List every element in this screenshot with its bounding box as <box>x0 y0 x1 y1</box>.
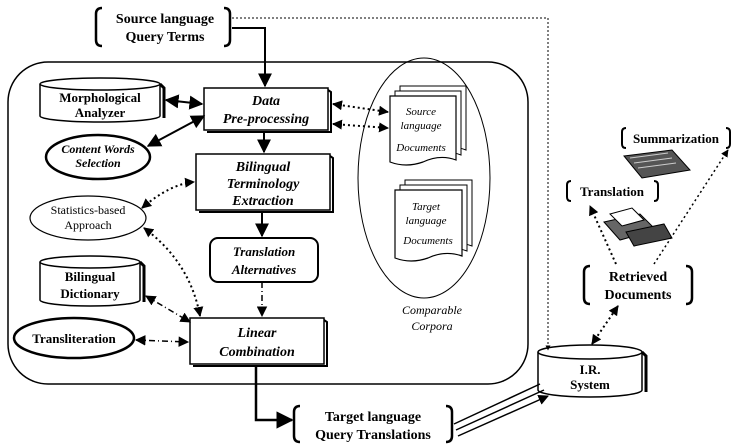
translation-output-label: Translation <box>580 184 645 199</box>
target-docs-node: Target language Documents <box>395 180 472 261</box>
target-query-line2: Query Translations <box>315 428 431 443</box>
ir-system-node: I.R. System <box>538 345 646 397</box>
retrieved-documents-node: Retrieved Documents <box>584 266 692 304</box>
transliteration-node: Transliteration <box>14 318 134 358</box>
translated-documents-icon <box>604 208 672 246</box>
morphological-analyzer-node: Morphological Analyzer <box>40 78 164 122</box>
target-query-node: Target language Query Translations <box>294 406 452 443</box>
comparable-line2: Corpora <box>411 319 452 333</box>
tgt-doc-line1: Target <box>412 201 441 213</box>
source-query-line1: Source language <box>116 12 214 27</box>
stat-line2: Approach <box>64 218 111 232</box>
edge-morph-data <box>166 100 202 104</box>
retrieved-line1: Retrieved <box>609 270 668 285</box>
edge-data-corpora-1 <box>333 104 388 112</box>
summary-document-icon <box>624 150 690 178</box>
bte-line1: Bilingual <box>235 160 291 175</box>
source-query-node: Source language Query Terms <box>96 8 230 46</box>
comparable-line1: Comparable <box>402 303 463 317</box>
bte-line2: Terminology <box>227 177 300 192</box>
dict-line2: Dictionary <box>60 286 120 301</box>
edge-target-ir-2 <box>456 390 544 430</box>
statistics-approach-node: Statistics-based Approach <box>30 196 146 240</box>
src-doc-line2: language <box>401 120 442 132</box>
edge-content-data <box>148 116 204 146</box>
content-words-line2: Selection <box>75 156 121 170</box>
edge-source-to-data <box>232 28 265 86</box>
edge-stats-bte <box>142 182 194 208</box>
src-doc-line3: Documents <box>395 142 446 154</box>
edge-stats-lc <box>144 228 200 316</box>
data-preprocessing-node: Data Pre-processing <box>204 88 331 132</box>
edge-dict-lc <box>146 296 190 322</box>
morph-line1: Morphological <box>59 90 141 105</box>
bilingual-dictionary-node: Bilingual Dictionary <box>40 256 144 306</box>
edge-translit-lc <box>136 340 188 342</box>
bilingual-extraction-node: Bilingual Terminology Extraction <box>196 154 333 212</box>
transliteration-label: Transliteration <box>32 331 116 346</box>
linear-combination-node: Linear Combination <box>190 318 327 366</box>
tgt-doc-line2: language <box>406 215 447 227</box>
stat-line1: Statistics-based <box>51 203 126 217</box>
content-words-line1: Content Words <box>61 142 135 156</box>
src-doc-line1: Source <box>406 106 436 118</box>
content-words-node: Content Words Selection <box>46 135 150 179</box>
data-line1: Data <box>251 94 280 109</box>
morph-line2: Analyzer <box>75 105 126 120</box>
target-query-line1: Target language <box>325 410 421 425</box>
edge-data-corpora-2 <box>333 124 388 128</box>
retrieved-line2: Documents <box>605 288 672 303</box>
dict-line1: Bilingual <box>65 269 116 284</box>
translation-alternatives-node: Translation Alternatives <box>210 238 318 282</box>
source-docs-node: Source language Documents <box>390 86 466 165</box>
lc-line1: Linear <box>237 326 277 341</box>
lc-line2: Combination <box>219 345 295 360</box>
bte-line3: Extraction <box>231 194 294 209</box>
source-query-line2: Query Terms <box>126 30 205 45</box>
ta-line2: Alternatives <box>231 262 296 277</box>
ir-line2: System <box>570 377 610 392</box>
ir-line1: I.R. <box>580 362 601 377</box>
translation-output-node: Translation <box>567 181 658 201</box>
edge-lc-target <box>256 366 292 420</box>
edge-ir-retrieved <box>592 306 618 344</box>
summarization-label: Summarization <box>633 131 720 146</box>
tgt-doc-line3: Documents <box>402 235 453 247</box>
data-line2: Pre-processing <box>223 112 309 127</box>
ta-line1: Translation <box>233 244 295 259</box>
summarization-node: Summarization <box>622 128 730 148</box>
